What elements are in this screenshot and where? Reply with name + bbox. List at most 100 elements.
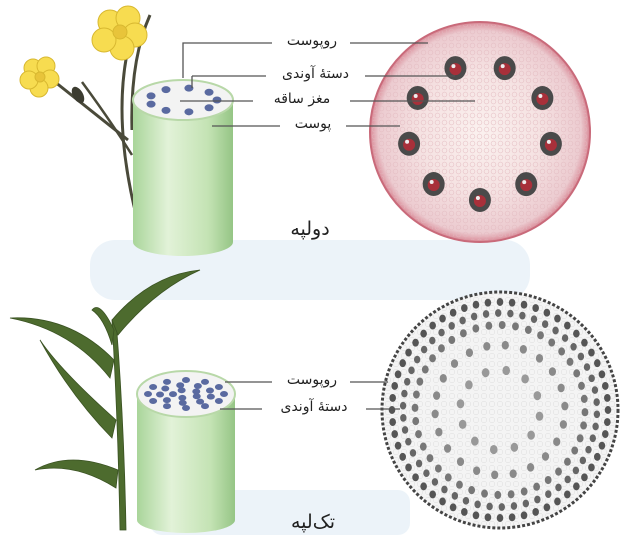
- monocot-cylinder-bundle: [207, 394, 215, 400]
- monocot-vascular-bundle: [508, 490, 515, 498]
- monocot-vascular-bundle: [491, 470, 498, 479]
- monocot-vascular-bundle: [573, 482, 580, 490]
- monocot-vascular-bundle: [532, 508, 539, 516]
- dicot-vascular-bundle: [423, 172, 445, 196]
- monocot-vascular-bundle: [420, 330, 427, 338]
- dicot-vascular-bundle: [515, 172, 537, 196]
- monocot-vascular-bundle: [438, 344, 445, 352]
- monocot-vascular-bundle: [593, 398, 599, 406]
- monocot-vascular-bundle: [533, 483, 540, 491]
- monocot-vascular-bundle: [531, 315, 537, 323]
- monocot-vascular-bundle: [444, 444, 451, 453]
- dicot-caption: دولپه: [270, 218, 350, 240]
- monocot-vascular-bundle: [414, 356, 420, 364]
- monocot-vascular-bundle: [590, 434, 596, 442]
- monocot-label-epidermis: روپوست: [276, 372, 348, 388]
- monocot-cylinder-bundle: [176, 382, 184, 388]
- monocot-vascular-bundle: [405, 438, 411, 446]
- monocot-caption: تک‌لپه: [268, 511, 358, 533]
- monocot-vascular-bundle: [507, 310, 513, 318]
- monocot-vascular-bundle: [399, 359, 406, 367]
- monocot-vascular-bundle: [567, 358, 574, 366]
- monocot-vascular-bundle: [549, 367, 556, 376]
- monocot-cylinder-bundle: [215, 398, 223, 404]
- monocot-vascular-bundle: [420, 482, 427, 490]
- monocot-vascular-bundle: [588, 374, 594, 382]
- monocot-vascular-bundle: [555, 484, 561, 492]
- monocot-vascular-bundle: [536, 354, 543, 363]
- dicot-plant: [20, 6, 150, 230]
- monocot-vascular-bundle: [588, 463, 595, 471]
- monocot-vascular-bundle: [389, 406, 396, 414]
- monocot-vascular-bundle: [456, 481, 463, 489]
- dicot-stem-cylinder: [133, 80, 233, 256]
- monocot-vascular-bundle: [599, 442, 606, 450]
- monocot-vascular-bundle: [495, 309, 501, 317]
- monocot-vascular-bundle: [580, 457, 586, 465]
- monocot-vascular-bundle: [521, 511, 528, 519]
- monocot-cylinder-bundle: [178, 387, 186, 393]
- monocot-vascular-bundle: [534, 391, 542, 400]
- monocot-vascular-bundle: [560, 420, 567, 429]
- monocot-vascular-bundle: [502, 366, 510, 375]
- monocot-vascular-bundle: [400, 414, 406, 422]
- dicot-flower-small: [20, 57, 59, 97]
- monocot-vascular-bundle: [534, 496, 540, 504]
- monocot-vascular-bundle: [435, 464, 442, 472]
- monocot-vascular-bundle: [510, 469, 517, 478]
- dicot-vascular-bundle: [407, 86, 429, 110]
- monocot-vascular-bundle: [471, 437, 479, 446]
- monocot-cylinder-bundle: [182, 377, 190, 383]
- monocot-vascular-bundle: [511, 443, 519, 452]
- monocot-vascular-bundle: [412, 417, 419, 425]
- monocot-vascular-bundle: [570, 343, 576, 351]
- monocot-cylinder-bundle: [149, 384, 157, 390]
- monocot-vascular-bundle: [401, 390, 407, 398]
- monocot-cylinder-bundle: [163, 397, 171, 403]
- monocot-vascular-bundle: [542, 320, 548, 328]
- monocot-vascular-bundle: [432, 410, 439, 419]
- monocot-vascular-bundle: [536, 412, 544, 421]
- monocot-vascular-bundle: [465, 380, 473, 389]
- monocot-vascular-bundle: [473, 466, 480, 475]
- monocot-vascular-bundle: [472, 324, 479, 332]
- monocot-vascular-bundle: [432, 478, 438, 486]
- monocot-label-vascular-bundle: دستهٔ آوندی: [264, 399, 364, 415]
- monocot-vascular-bundle: [481, 490, 488, 498]
- monocot-vascular-bundle: [395, 370, 402, 378]
- monocot-vascular-bundle: [471, 313, 477, 321]
- monocot-vascular-bundle: [405, 349, 412, 357]
- monocot-vascular-bundle: [429, 322, 436, 330]
- monocot-vascular-bundle: [509, 513, 516, 521]
- monocot-vascular-bundle: [435, 428, 442, 437]
- monocot-vascular-bundle: [482, 368, 490, 377]
- monocot-vascular-bundle: [544, 309, 551, 317]
- monocot-vascular-bundle: [420, 443, 427, 451]
- monocot-vascular-bundle: [602, 430, 609, 438]
- monocot-vascular-bundle: [553, 437, 560, 446]
- monocot-cylinder-bundle: [215, 384, 223, 390]
- dicot-cylinder-bundle: [162, 107, 171, 114]
- monocot-vascular-bundle: [463, 497, 469, 505]
- monocot-vascular-bundle: [413, 390, 420, 398]
- monocot-vascular-bundle: [473, 301, 480, 309]
- monocot-vascular-bundle: [527, 431, 535, 440]
- monocot-cylinder-bundle: [163, 379, 171, 385]
- monocot-vascular-bundle: [445, 473, 452, 481]
- monocot-vascular-bundle: [395, 442, 402, 450]
- dicot-cylinder-bundle: [147, 101, 156, 108]
- monocot-vascular-bundle: [439, 497, 446, 505]
- monocot-vascular-bundle: [483, 310, 489, 318]
- monocot-vascular-bundle: [405, 463, 412, 471]
- monocot-vascular-bundle: [594, 359, 601, 367]
- monocot-vascular-bundle: [521, 487, 528, 495]
- monocot-vascular-bundle: [461, 508, 468, 516]
- monocot-vascular-bundle: [400, 402, 406, 410]
- monocot-vascular-bundle: [604, 394, 611, 402]
- monocot-vascular-bundle: [555, 468, 562, 476]
- dicot-cylinder-bundle: [205, 104, 214, 111]
- monocot-vascular-bundle: [558, 384, 565, 393]
- monocot-vascular-bundle: [584, 363, 590, 371]
- monocot-vascular-bundle: [592, 423, 598, 431]
- monocot-cylinder-bundle: [194, 383, 202, 389]
